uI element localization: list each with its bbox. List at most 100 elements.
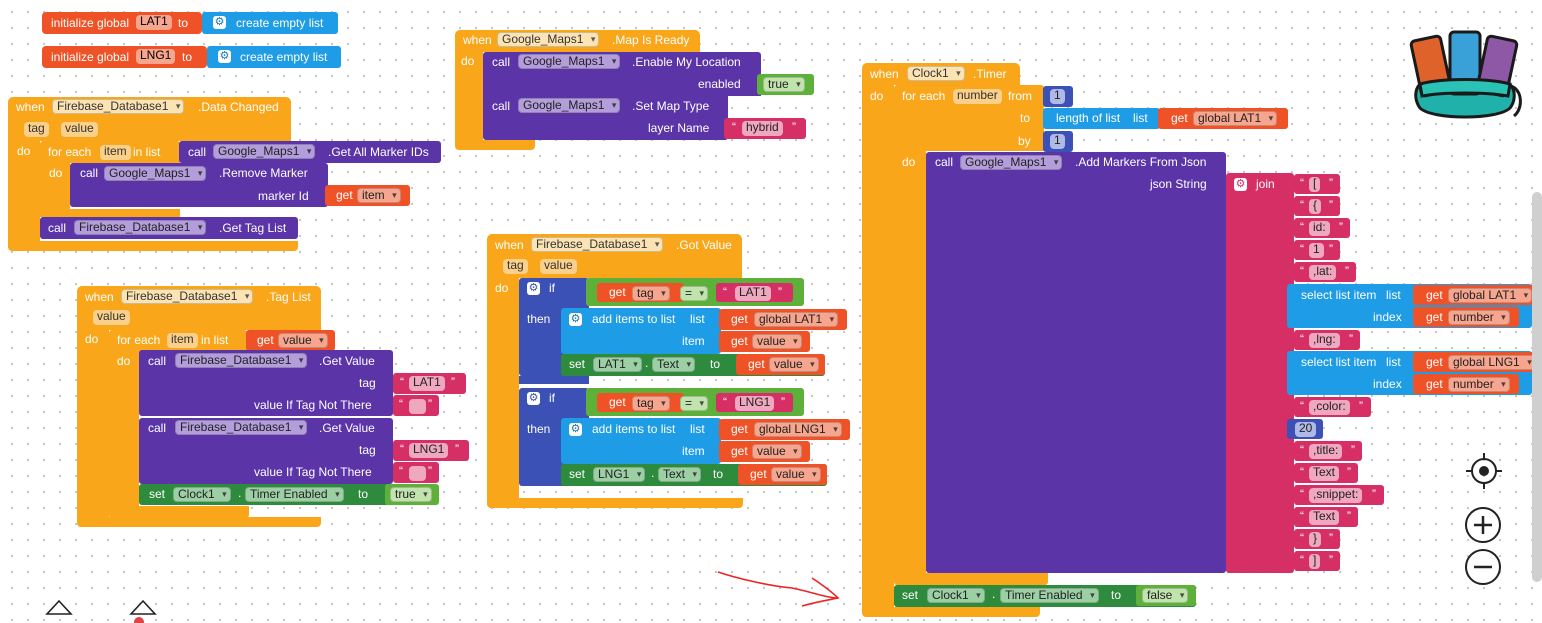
loop-var-field[interactable]: item: [167, 333, 198, 348]
variable-dropdown[interactable]: global LNG1: [754, 422, 842, 437]
string-field[interactable]: LNG1: [409, 443, 449, 458]
gear-icon[interactable]: ⚙: [527, 282, 540, 295]
component-dropdown[interactable]: LNG1: [593, 467, 646, 482]
param-tag[interactable]: tag: [24, 122, 49, 137]
property-dropdown[interactable]: Text: [658, 467, 702, 482]
property-dropdown[interactable]: Timer Enabled: [245, 487, 344, 502]
variable-dropdown[interactable]: value: [769, 357, 819, 372]
gear-icon[interactable]: ⚙: [218, 50, 231, 63]
target-icon[interactable]: [1465, 452, 1503, 490]
number-field[interactable]: 1: [1050, 134, 1065, 149]
variable-dropdown[interactable]: number: [1448, 310, 1510, 325]
empty-string-field[interactable]: [409, 399, 426, 414]
zoom-out-icon[interactable]: [1463, 547, 1503, 587]
gear-icon[interactable]: ⚙: [1234, 178, 1247, 191]
component-dropdown[interactable]: Clock1: [927, 588, 985, 603]
component-dropdown[interactable]: Google_Maps1: [518, 54, 621, 69]
backpack-icon[interactable]: [1406, 22, 1524, 122]
number-field[interactable]: 1: [1050, 89, 1065, 104]
string-field[interactable]: [: [1309, 177, 1321, 192]
number-field[interactable]: 20: [1295, 422, 1317, 437]
boolean-dropdown[interactable]: true: [763, 77, 805, 92]
variable-dropdown[interactable]: value: [771, 467, 821, 482]
property-dropdown[interactable]: Text: [652, 357, 696, 372]
add-markers-from-json-block[interactable]: [926, 152, 1226, 573]
variable-dropdown[interactable]: value: [278, 333, 328, 348]
string-field[interactable]: LAT1: [735, 286, 771, 301]
component-dropdown[interactable]: Firebase_Database1: [175, 353, 308, 368]
component-dropdown[interactable]: Firebase_Database1: [52, 99, 185, 114]
then-label: then: [527, 312, 551, 326]
add-items-to-list-block[interactable]: [561, 308, 721, 354]
add-items-to-list-block[interactable]: [561, 418, 721, 464]
component-dropdown[interactable]: Firebase_Database1: [74, 220, 207, 235]
variable-dropdown[interactable]: tag: [632, 286, 670, 301]
component-dropdown[interactable]: Firebase_Database1: [531, 237, 664, 252]
string-field[interactable]: }: [1309, 532, 1322, 547]
var-name-field[interactable]: LAT1: [136, 15, 172, 30]
string-field[interactable]: Text: [1309, 510, 1340, 525]
component-dropdown[interactable]: Google_Maps1: [518, 98, 621, 113]
variable-dropdown[interactable]: value: [752, 444, 802, 459]
warning-icon[interactable]: [44, 598, 74, 623]
string-field[interactable]: LNG1: [735, 396, 775, 411]
variable-dropdown[interactable]: item: [357, 188, 401, 203]
when-label: when: [16, 100, 45, 114]
string-field[interactable]: ,snippet:: [1309, 488, 1363, 503]
component-dropdown[interactable]: Google_Maps1: [213, 144, 316, 159]
gear-icon[interactable]: ⚙: [569, 423, 582, 436]
variable-dropdown[interactable]: global LNG1: [1448, 355, 1536, 370]
do-label: do: [495, 281, 509, 295]
variable-dropdown[interactable]: tag: [632, 396, 670, 411]
call-label: call: [148, 421, 167, 435]
string-field[interactable]: {: [1309, 199, 1322, 214]
component-dropdown[interactable]: Google_Maps1: [960, 155, 1063, 170]
string-field[interactable]: ,title:: [1309, 444, 1343, 459]
empty-string-field[interactable]: [409, 466, 426, 481]
component-dropdown[interactable]: Google_Maps1: [497, 32, 600, 47]
component-dropdown[interactable]: Firebase_Database1: [121, 289, 254, 304]
boolean-dropdown[interactable]: false: [1142, 588, 1189, 603]
create-empty-list-block[interactable]: [202, 12, 338, 34]
create-empty-list-block[interactable]: [207, 46, 341, 68]
vertical-scrollbar[interactable]: [1532, 192, 1542, 582]
loop-var-field[interactable]: number: [953, 89, 1002, 104]
operator-dropdown[interactable]: =: [680, 396, 709, 411]
component-dropdown[interactable]: LAT1: [593, 357, 642, 372]
param-value[interactable]: value: [93, 310, 130, 325]
gear-icon[interactable]: ⚙: [527, 392, 540, 405]
loop-var-field[interactable]: item: [100, 145, 131, 160]
string-field[interactable]: ,lng:: [1309, 333, 1340, 348]
add-items-label: add items to list: [592, 312, 676, 326]
property-dropdown[interactable]: Timer Enabled: [1000, 588, 1099, 603]
gear-icon[interactable]: ⚙: [569, 313, 582, 326]
param-value[interactable]: value: [61, 122, 98, 137]
string-field[interactable]: 1: [1309, 243, 1324, 258]
var-name-field[interactable]: LNG1: [136, 49, 176, 64]
component-dropdown[interactable]: Clock1: [173, 487, 231, 502]
string-field[interactable]: ,color:: [1309, 400, 1350, 415]
string-field[interactable]: ,lat:: [1309, 265, 1337, 280]
component-dropdown[interactable]: Firebase_Database1: [175, 420, 308, 435]
component-dropdown[interactable]: Clock1: [907, 66, 965, 81]
gear-icon[interactable]: ⚙: [213, 16, 226, 29]
variable-dropdown[interactable]: number: [1448, 377, 1510, 392]
string-field[interactable]: LAT1: [409, 376, 445, 391]
param-value[interactable]: value: [540, 259, 577, 274]
string-field[interactable]: ]: [1309, 554, 1321, 569]
zoom-in-icon[interactable]: [1463, 505, 1503, 545]
param-tag[interactable]: tag: [503, 259, 528, 274]
variable-dropdown[interactable]: global LAT1: [1193, 111, 1278, 126]
join-block[interactable]: [1226, 173, 1294, 573]
variable-dropdown[interactable]: global LAT1: [1448, 288, 1533, 303]
string-field[interactable]: Text: [1309, 466, 1340, 481]
operator-dropdown[interactable]: =: [680, 286, 709, 301]
string-field[interactable]: id:: [1309, 221, 1330, 236]
error-icon[interactable]: [128, 598, 158, 623]
length-of-list-block[interactable]: [1043, 108, 1160, 129]
component-dropdown[interactable]: Google_Maps1: [104, 166, 207, 181]
variable-dropdown[interactable]: global LAT1: [754, 312, 839, 327]
boolean-dropdown[interactable]: true: [390, 487, 432, 502]
string-field[interactable]: hybrid: [742, 121, 783, 136]
variable-dropdown[interactable]: value: [752, 334, 802, 349]
